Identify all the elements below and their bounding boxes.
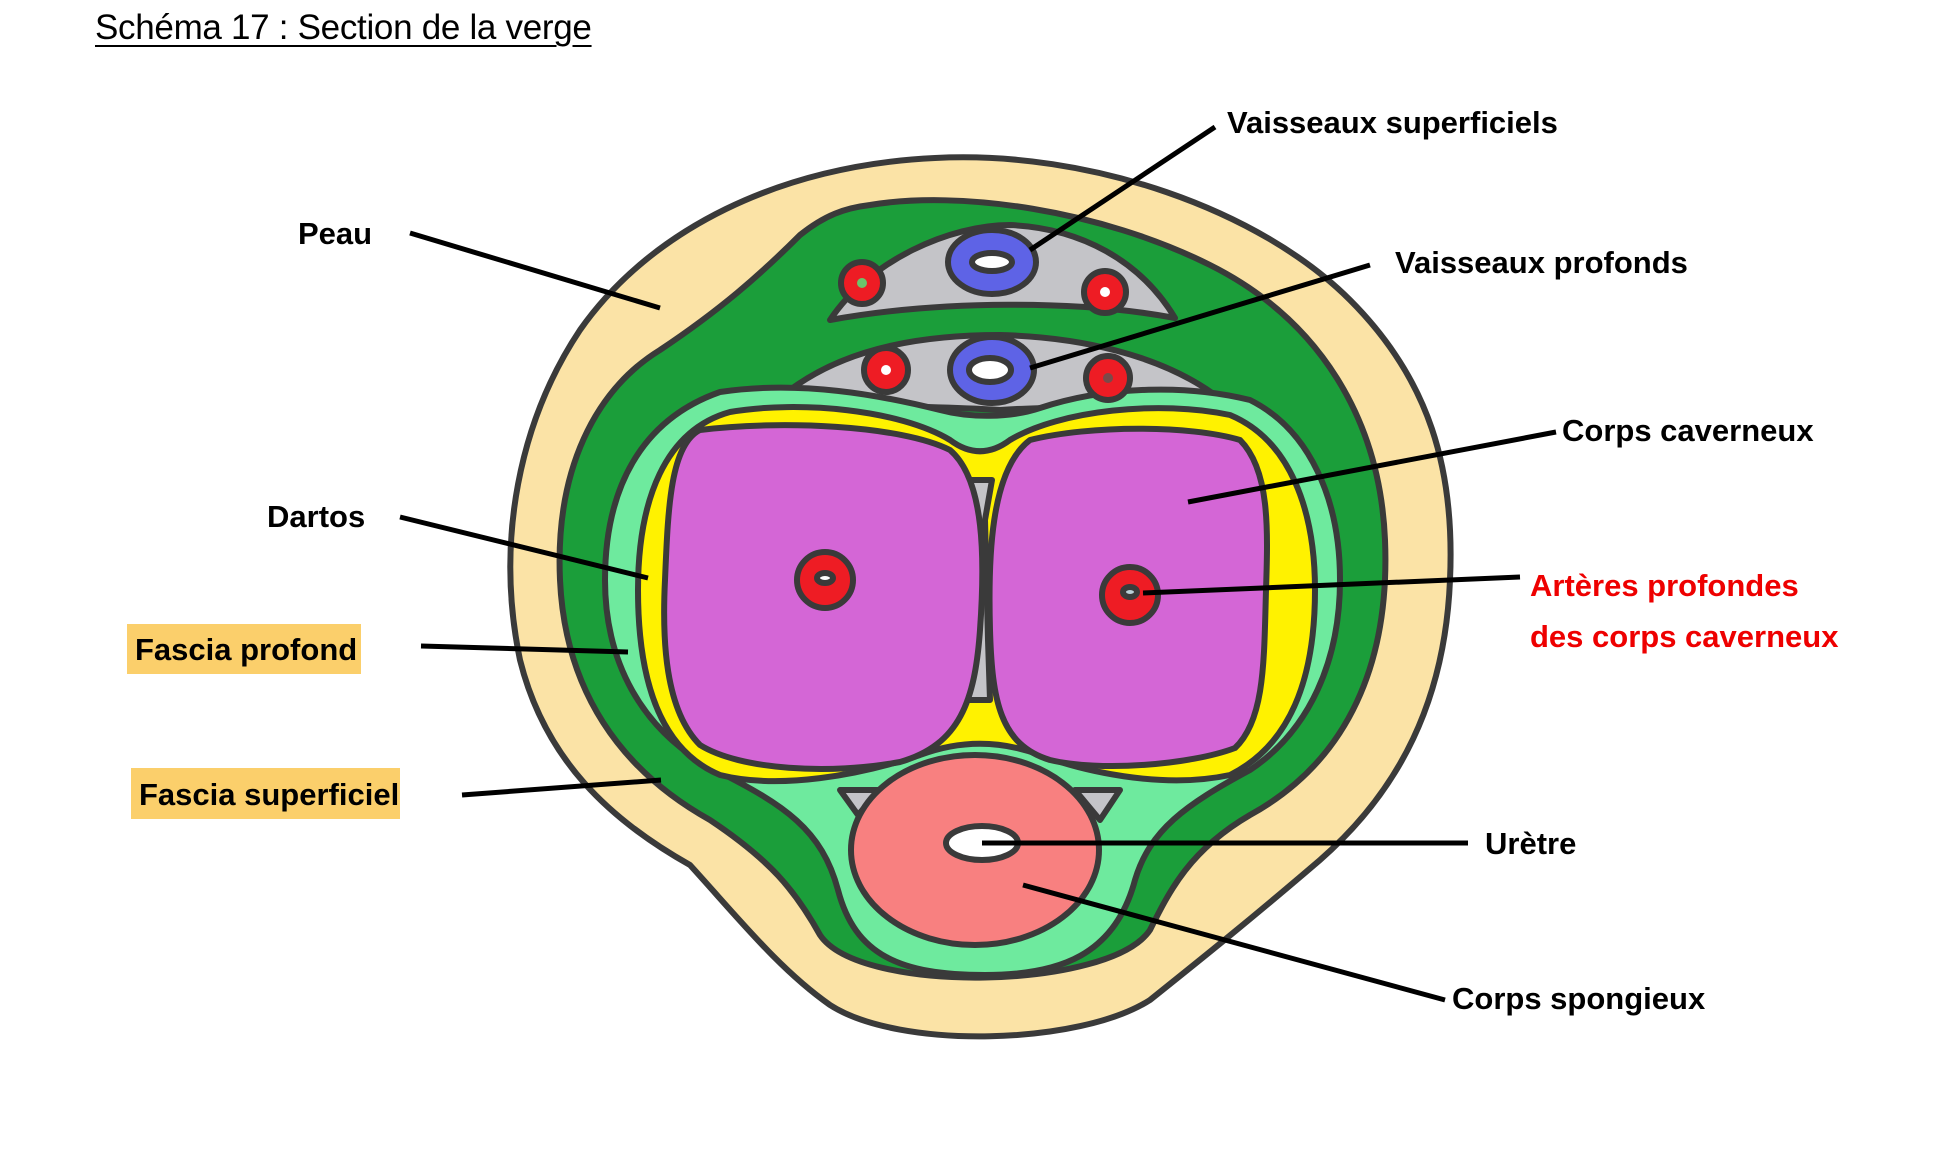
figure-title: Schéma 17 : Section de la verge [95,8,592,47]
deep-artery-right [1099,564,1161,626]
deep-dorsal-vein [947,334,1037,406]
superficial-artery-left [838,259,886,307]
leader-dartos [399,514,649,581]
label-fascia-superficiel: Fascia superficiel [139,777,399,812]
superficial-vein [945,227,1039,297]
label-corps-spongieux: Corps spongieux [1452,981,1706,1016]
deep-dorsal-artery-left [861,345,911,395]
label-vaisseaux-superficiels: Vaisseaux superficiels [1227,105,1558,140]
label-fascia-profond: Fascia profond [135,632,357,667]
label-arteres-line2: des corps caverneux [1530,619,1839,654]
leader-vaisseaux-superficiels [1028,124,1217,253]
leader-peau [409,230,661,311]
label-dartos: Dartos [267,499,365,534]
label-uretre: Urètre [1485,826,1576,861]
deep-dorsal-artery-right [1083,353,1133,403]
label-corps-caverneux: Corps caverneux [1562,413,1814,448]
deep-artery-left [794,549,856,611]
leader-fascia-profond [420,643,629,655]
leader-vaisseaux-profonds [1029,262,1371,371]
label-arteres-line1: Artères profondes [1530,568,1799,603]
highlight-fascia-superficiel [131,768,400,819]
leader-corps-caverneux [1187,429,1557,505]
leader-arteres [1142,574,1521,596]
label-vaisseaux-profonds: Vaisseaux profonds [1395,245,1688,280]
leader-fascia-superficiel [461,777,662,798]
label-peau: Peau [298,216,372,251]
superficial-artery-right [1081,268,1129,316]
leader-corps-spongieux [1022,882,1446,1003]
highlight-fascia-profond [127,624,361,674]
